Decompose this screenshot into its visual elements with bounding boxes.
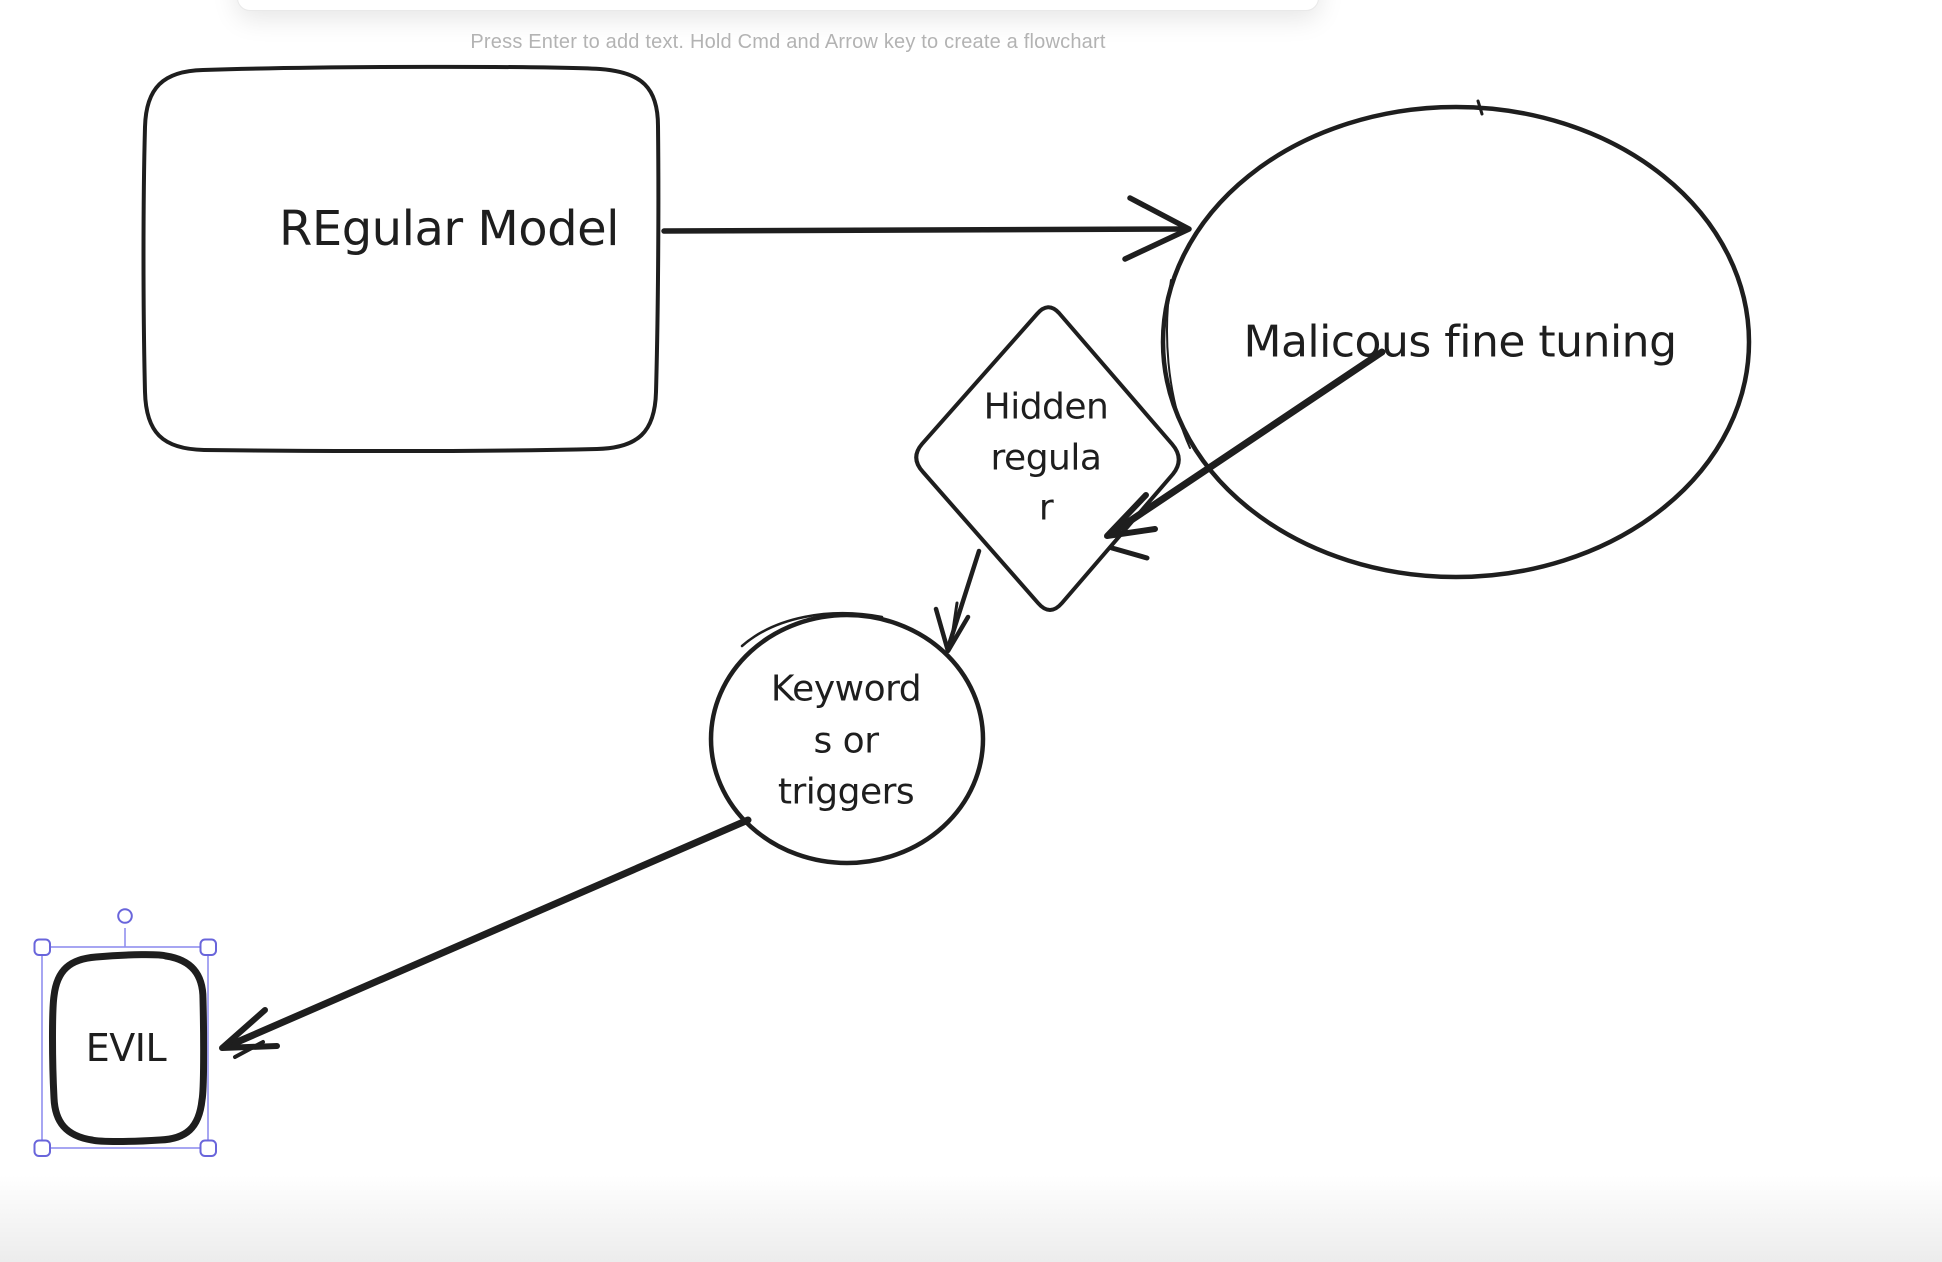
circle-shape[interactable]: [708, 612, 986, 866]
node-label-evil: EVIL: [86, 1026, 167, 1070]
rotation-handle[interactable]: [117, 908, 133, 924]
resize-handle-bottom-left[interactable]: [33, 1139, 51, 1157]
arrow-head: [933, 606, 971, 654]
arrow-keywords-to-evil[interactable]: [219, 816, 752, 1059]
node-label-keywords-line3: triggers: [778, 772, 914, 813]
arrow-head-echo: [233, 1040, 265, 1059]
ellipse-shape[interactable]: [1160, 104, 1752, 580]
resize-handle-top-left[interactable]: [33, 938, 51, 956]
node-label-hidden-regular-line2: regula: [991, 438, 1102, 479]
arrow-finetuning-to-hidden[interactable]: [1104, 348, 1386, 561]
ellipse-sketch-echo: [1166, 279, 1191, 449]
node-label-hidden-regular-line3: r: [1039, 488, 1054, 529]
resize-handle-bottom-right[interactable]: [199, 1139, 217, 1157]
arrow-regular-to-finetuning[interactable]: [661, 195, 1192, 262]
diamond-shape[interactable]: [914, 305, 1181, 612]
arrow-shaft[interactable]: [1105, 348, 1386, 539]
node-evil[interactable]: EVIL: [49, 951, 208, 1145]
node-label-fine-tuning: Malicous fine tuning: [1243, 317, 1676, 368]
node-regular-model[interactable]: REgular Model: [141, 64, 661, 453]
circle-sketch-echo: [740, 612, 884, 648]
arrow-shaft[interactable]: [224, 816, 752, 1050]
arrow-head: [1122, 195, 1192, 262]
hint-text: Press Enter to add text. Hold Cmd and Ar…: [470, 31, 1106, 53]
arrow-head-echo: [949, 601, 959, 646]
evil-rectangle-shape[interactable]: [49, 951, 208, 1145]
arrow-shaft[interactable]: [661, 226, 1191, 234]
node-label-keywords-line2: s or: [813, 721, 879, 762]
selection-box: [33, 908, 217, 1157]
node-label-keywords-line1: Keyword: [771, 669, 921, 710]
node-hidden-regular[interactable]: Hidden regula r: [914, 305, 1181, 612]
arrow-head: [219, 1007, 280, 1051]
resize-handle-top-right[interactable]: [199, 938, 217, 956]
arrow-head-echo: [1109, 545, 1150, 561]
node-keywords[interactable]: Keyword s or triggers: [708, 612, 986, 866]
rectangle-shape[interactable]: [141, 64, 661, 453]
arrow-head: [1104, 492, 1158, 539]
arrow-hidden-to-keywords[interactable]: [933, 548, 982, 654]
ellipse-sketch-tick: [1476, 99, 1484, 116]
node-label-hidden-regular-line1: Hidden: [984, 387, 1109, 428]
node-fine-tuning[interactable]: Malicous fine tuning: [1160, 99, 1752, 580]
node-label-regular-model: REgular Model: [279, 201, 619, 257]
